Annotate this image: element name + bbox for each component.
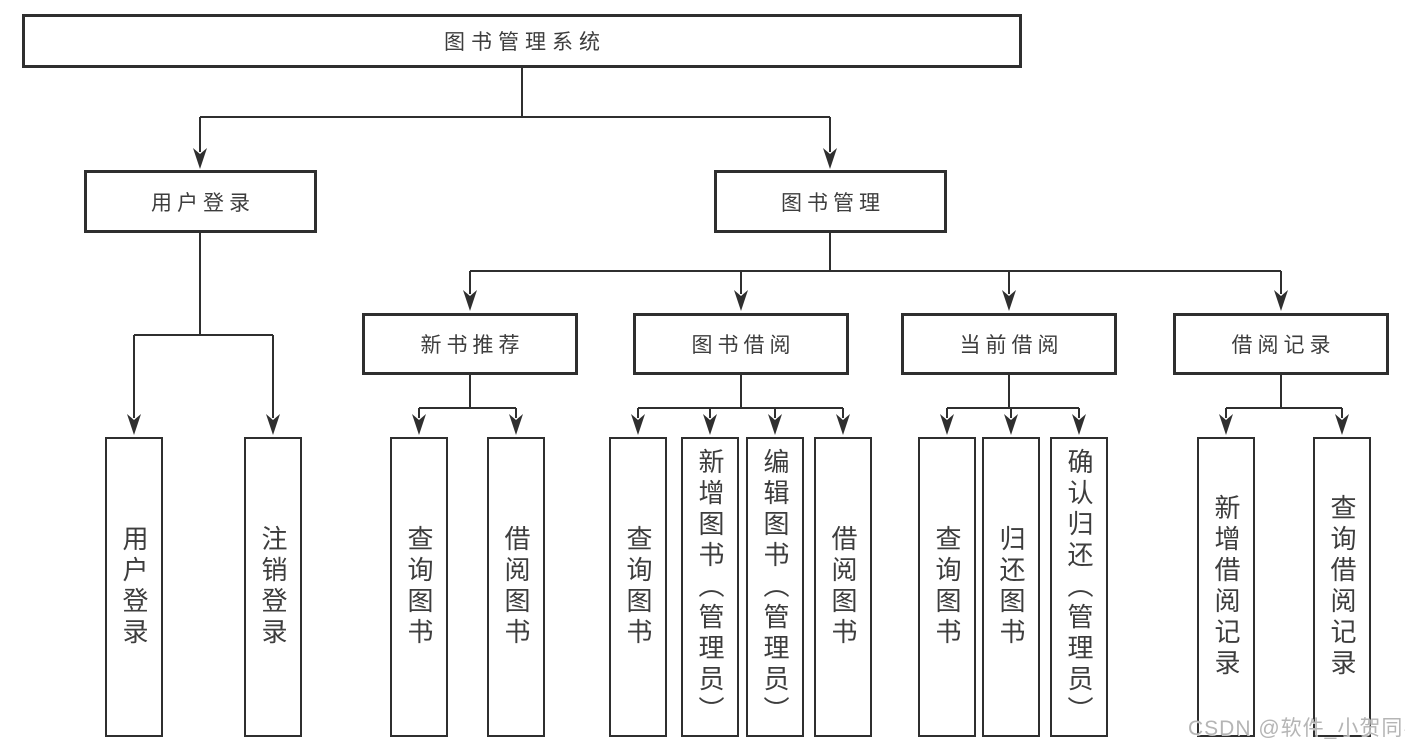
- leaf-return-books-label: 归还图书: [996, 525, 1026, 649]
- leaf-add-books-admin: 新增图书（管理员）: [681, 437, 739, 737]
- leaf-return-books: 归还图书: [982, 437, 1040, 737]
- leaf-query-books-current: 查询图书: [918, 437, 976, 737]
- node-book-management: 图书管理: [714, 170, 947, 233]
- node-book-management-label: 图书管理: [781, 191, 885, 215]
- leaf-confirm-return-admin: 确认归还（管理员）: [1050, 437, 1108, 737]
- leaf-edit-books-admin-label: 编辑图书（管理员）: [760, 447, 790, 727]
- node-user-login-label: 用户登录: [151, 191, 255, 215]
- leaf-user-login-label: 用户登录: [119, 525, 149, 649]
- arrowheads: [127, 148, 1349, 435]
- leaf-query-books-recommend-label: 查询图书: [404, 525, 434, 649]
- leaf-query-borrow-record: 查询借阅记录: [1313, 437, 1371, 737]
- node-borrow-records: 借阅记录: [1173, 313, 1389, 375]
- node-book-borrow: 图书借阅: [633, 313, 849, 375]
- connector-root-to-level2: [199, 68, 831, 152]
- leaf-confirm-return-admin-label: 确认归还（管理员）: [1064, 447, 1094, 727]
- leaf-edit-books-admin: 编辑图书（管理员）: [746, 437, 804, 737]
- leaf-borrow-books-label: 借阅图书: [828, 525, 858, 649]
- leaf-query-books-current-label: 查询图书: [932, 525, 962, 649]
- leaf-borrow-books: 借阅图书: [814, 437, 872, 737]
- leaf-add-borrow-record-label: 新增借阅记录: [1211, 494, 1241, 680]
- leaf-add-borrow-record: 新增借阅记录: [1197, 437, 1255, 737]
- node-new-book-recommend-label: 新书推荐: [420, 334, 525, 357]
- node-borrow-records-label: 借阅记录: [1231, 334, 1336, 357]
- node-current-borrow-label: 当前借阅: [959, 334, 1064, 357]
- leaf-user-login: 用户登录: [105, 437, 163, 737]
- leaf-borrow-books-recommend-label: 借阅图书: [501, 525, 531, 649]
- leaf-add-books-admin-label: 新增图书（管理员）: [695, 447, 725, 727]
- node-new-book-recommend: 新书推荐: [362, 313, 578, 375]
- leaf-query-books-recommend: 查询图书: [390, 437, 448, 737]
- connector-bookmgmt-to-level3: [469, 233, 1282, 294]
- node-book-borrow-label: 图书借阅: [691, 334, 796, 357]
- connector-newbook-to-leaves: [418, 375, 517, 418]
- leaf-logout: 注销登录: [244, 437, 302, 737]
- leaf-query-borrow-record-label: 查询借阅记录: [1327, 494, 1357, 680]
- csdn-watermark: CSDN @软件_小贺同学: [1188, 717, 1405, 740]
- leaf-query-books-borrow: 查询图书: [609, 437, 667, 737]
- leaf-borrow-books-recommend: 借阅图书: [487, 437, 545, 737]
- node-user-login: 用户登录: [84, 170, 317, 233]
- node-root-label: 图书管理系统: [444, 31, 606, 54]
- connector-userlogin-to-leaves: [133, 233, 274, 418]
- leaf-logout-label: 注销登录: [258, 525, 288, 649]
- connector-records-to-leaves: [1225, 375, 1343, 418]
- node-root-system: 图书管理系统: [22, 14, 1022, 68]
- node-current-borrow: 当前借阅: [901, 313, 1117, 375]
- connector-borrow-to-leaves: [637, 375, 844, 418]
- leaf-query-books-borrow-label: 查询图书: [623, 525, 653, 649]
- connector-current-to-leaves: [946, 375, 1080, 418]
